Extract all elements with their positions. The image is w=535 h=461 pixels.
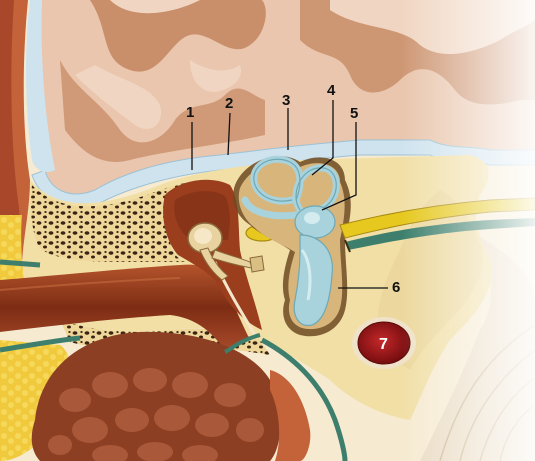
- label-5: 5: [350, 105, 358, 122]
- label-1: 1: [186, 104, 194, 121]
- label-6: 6: [392, 279, 400, 296]
- label-2: 2: [225, 95, 233, 112]
- label-3: 3: [282, 92, 290, 109]
- label-4: 4: [327, 82, 336, 99]
- label-7: 7: [379, 336, 388, 353]
